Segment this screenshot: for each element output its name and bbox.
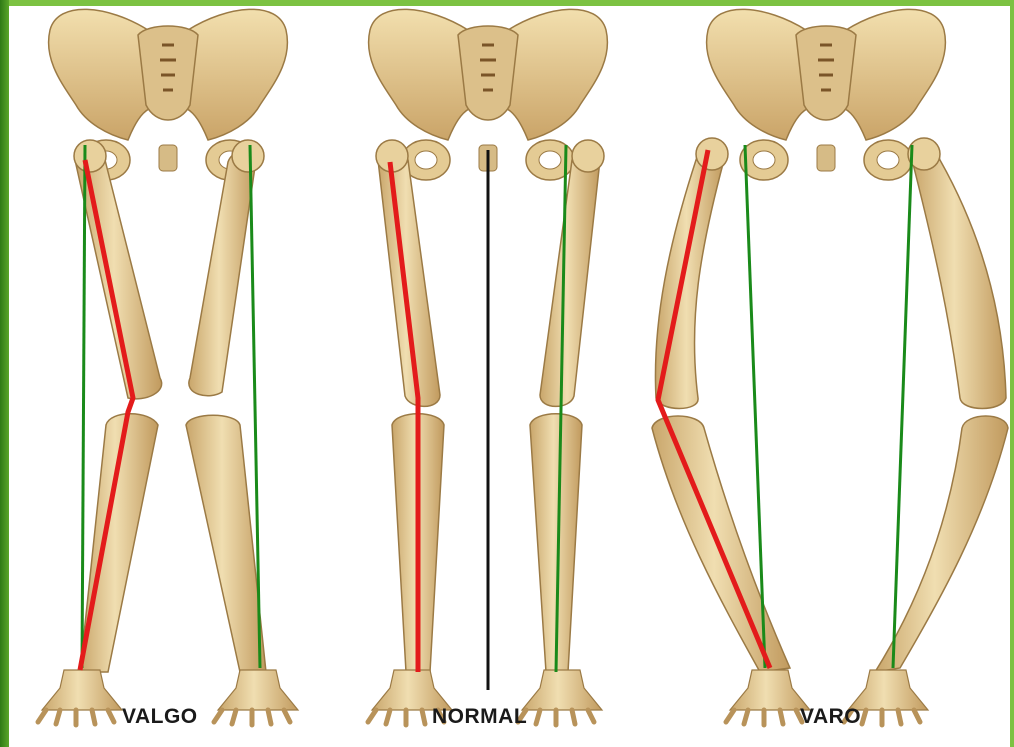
valgo-label: VALGO — [122, 705, 198, 729]
valgo-figure — [38, 9, 298, 725]
varo-figure — [652, 9, 1008, 725]
varo-label: VARO — [800, 705, 861, 729]
normal-figure — [368, 9, 607, 725]
normal-label: NORMAL — [432, 705, 527, 729]
